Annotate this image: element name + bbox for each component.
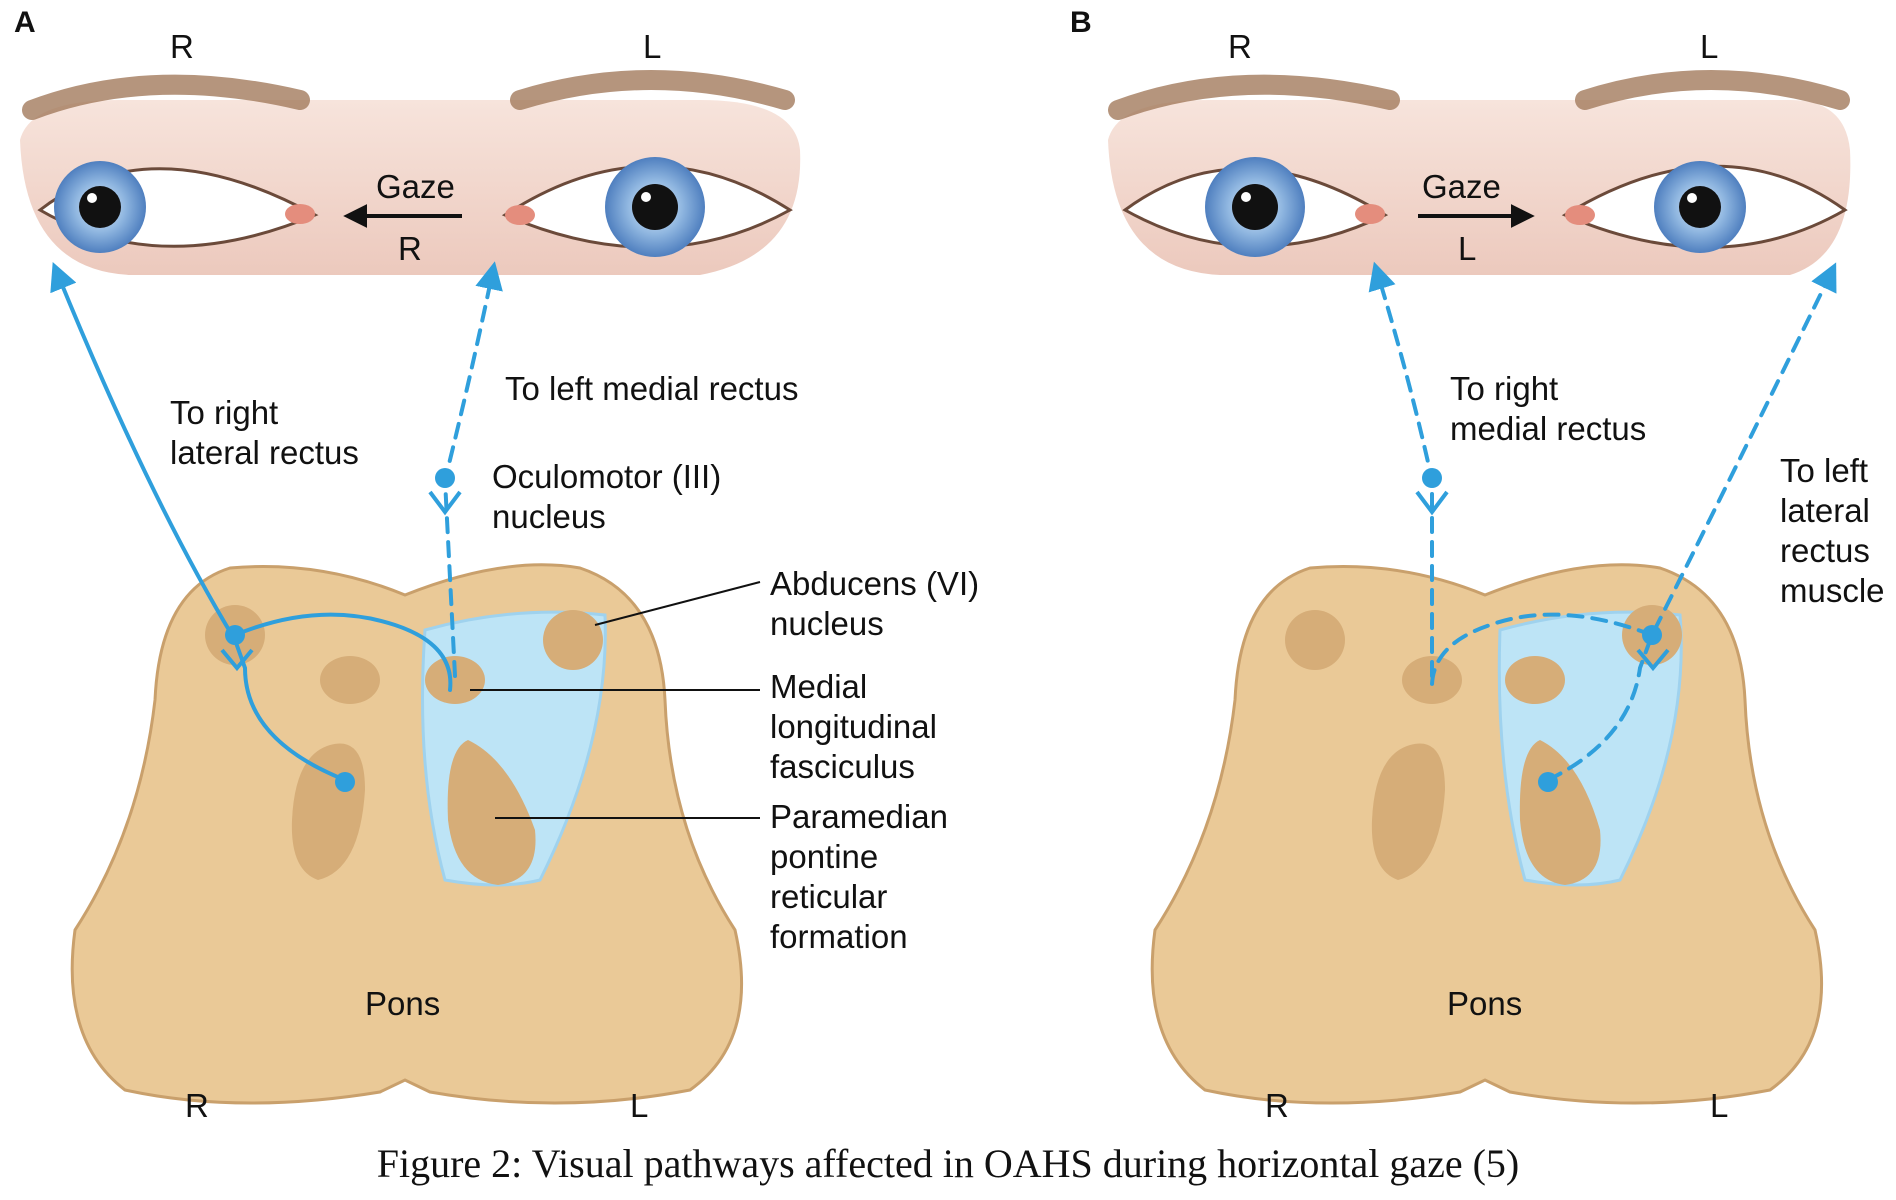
panel-a-label-pprf: Paramedian pontine reticular formation (770, 798, 957, 955)
panel-a-pons-label: Pons (365, 985, 440, 1022)
panel-a-leader-abducens (594, 581, 761, 626)
panel-a-letter: A (14, 6, 36, 39)
panel-a-left-mlf (425, 656, 485, 704)
panel-a-left-brow (510, 70, 795, 110)
panel-b-right-abducens-nucleus (1285, 610, 1345, 670)
panel-b-right-eye (1122, 157, 1389, 257)
panel-a-pons-left: L (630, 1087, 648, 1124)
panel-b-right-medial-rectus-pathway (1368, 261, 1434, 678)
panel-b-abducens-to-mlf-pathway (1429, 612, 1654, 692)
panel-a-gaze-direction: R (398, 230, 422, 267)
panel-b-pprf-neuron (1538, 772, 1558, 792)
panel-a-abducens-synapse (220, 648, 254, 672)
panel-b-letter: B (1070, 6, 1092, 39)
panel-a-label-mlf: Medial longitudinal fasciculus (770, 668, 946, 785)
panel-a-pons (70, 563, 744, 1105)
panel-b-label-right-medial-rectus: To right medial rectus (1450, 370, 1646, 447)
panel-b-oculomotor-neuron (1422, 468, 1442, 488)
panel-b-right-pprf (1371, 743, 1445, 880)
panel-b-gaze-label: Gaze (1422, 168, 1501, 205)
panel-b-label-left-lateral-rectus: To left lateral rectus muscle (1780, 452, 1885, 609)
panel-a-pons-right: R (185, 1087, 209, 1124)
panel-a-label-left-medial-rectus: To left medial rectus (505, 370, 798, 407)
panel-b-right-brow (1108, 74, 1400, 120)
panel-a-label-abducens: Abducens (VI) nucleus (770, 565, 988, 642)
panel-a-label-right-lateral-rectus: To right lateral rectus (170, 394, 359, 471)
panel-a-label-oculomotor: Oculomotor (III) nucleus (492, 458, 730, 535)
panel-a-left-medial-rectus-pathway (442, 261, 503, 678)
panel-a-left-eye (501, 157, 793, 257)
panel-b-oculomotor-synapse (1415, 490, 1449, 516)
panel-a-abducens-to-mlf-pathway (233, 612, 453, 692)
figure-caption: Figure 2: Visual pathways affected in OA… (376, 1141, 1520, 1186)
panel-b-left-eye (1561, 161, 1848, 253)
panel-b-pons-right: R (1265, 1087, 1289, 1124)
panel-b-left-eye-label: L (1700, 28, 1718, 65)
panel-a-left-eye-label: L (643, 28, 661, 65)
panel-b-left-lateral-rectus-pathway (1546, 262, 1837, 782)
panel-a-oculomotor-neuron (435, 468, 455, 488)
panel-b-left-mlf (1505, 656, 1565, 704)
panel-a-right-eye (37, 161, 319, 253)
panel-b-gaze-direction: L (1458, 230, 1476, 267)
panel-b-left-brow (1575, 70, 1850, 110)
panel-b-pons (1150, 563, 1824, 1105)
panel-a-pprf-neuron (335, 772, 355, 792)
panel-a-abducens-neuron (225, 625, 245, 645)
panel-b-pons-label: Pons (1447, 985, 1522, 1022)
panel-a: A R L Gaze R (14, 6, 988, 1124)
panel-a-right-brow (22, 74, 310, 120)
panel-a-right-eye-label: R (170, 28, 194, 65)
panel-a-right-lateral-rectus-pathway (50, 262, 347, 782)
panel-a-left-pprf (447, 740, 536, 885)
panel-a-left-abducens-nucleus (543, 610, 603, 670)
panel-b-pons-left: L (1710, 1087, 1728, 1124)
panel-a-right-mlf (320, 656, 380, 704)
panel-b-abducens-neuron (1642, 625, 1662, 645)
panel-a-oculomotor-synapse (428, 490, 462, 516)
panel-b: B R L Gaze L (1070, 6, 1885, 1124)
panel-a-gaze-label: Gaze (376, 168, 455, 205)
panel-b-abducens-synapse (1636, 648, 1670, 672)
panel-b-right-eye-label: R (1228, 28, 1252, 65)
